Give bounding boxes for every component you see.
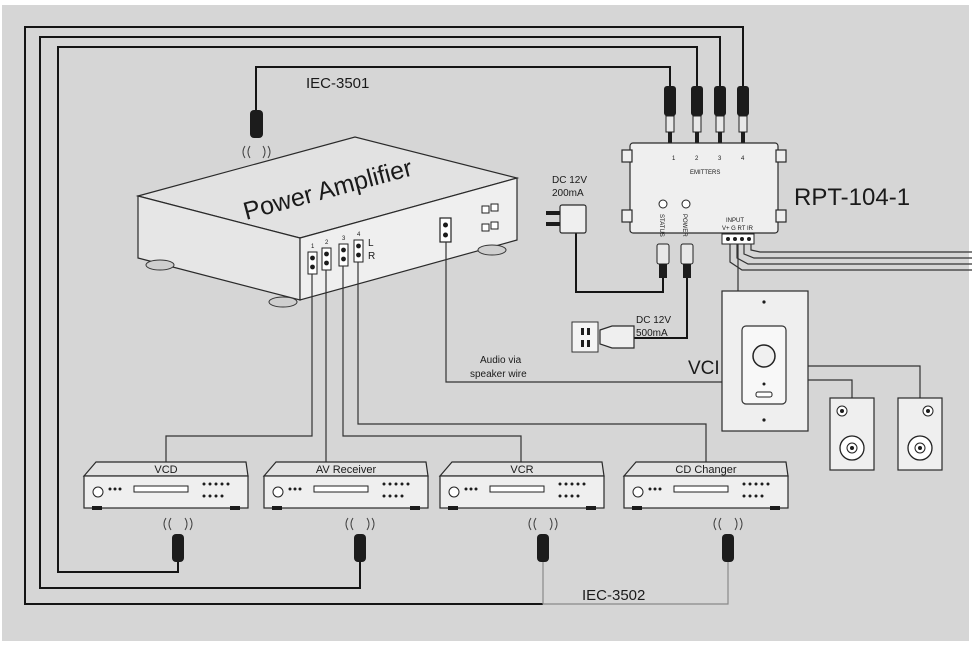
dc-mid-line2: 500mA <box>636 328 668 339</box>
emitter-wire-4 <box>24 26 744 605</box>
dc-top-line2: 200mA <box>552 188 584 199</box>
emitter-vcd <box>163 517 193 562</box>
device-label: AV Receiver <box>316 464 377 476</box>
emitter-wire-3 <box>542 560 729 605</box>
emitter-plugs <box>664 86 749 144</box>
amp-emitter <box>242 110 271 159</box>
speaker-wire-to-vci <box>445 242 722 383</box>
iec-3501-label: IEC-3501 <box>306 75 369 92</box>
emitter-wire-amp <box>255 66 671 112</box>
rpt-input-wires <box>729 244 972 292</box>
wire-cd-changer <box>357 262 707 462</box>
wire-vcr <box>342 266 522 462</box>
wire-vcd <box>165 274 313 462</box>
device-av-receiver: AV Receiver <box>262 461 429 510</box>
rpt-emitter-3: 3 <box>718 156 722 162</box>
device-cd-changer: CD Changer <box>622 461 789 510</box>
rpt-power-label: POWER <box>681 214 687 237</box>
speaker-wires <box>808 365 921 398</box>
dc-adapter-500ma <box>571 321 635 353</box>
rpt-input-pins: V+ G RT IR <box>722 226 754 232</box>
iec-3502-label: IEC-3502 <box>582 587 645 604</box>
device-label: VCR <box>510 464 533 476</box>
emitter-cd-changer <box>713 517 743 562</box>
audio-label-line1: Audio via <box>480 355 522 366</box>
vci-wall-plate <box>721 290 809 432</box>
amp-channel-1: 1 <box>311 244 315 250</box>
device-label: CD Changer <box>675 464 736 476</box>
emitter-wire-2 <box>39 36 721 589</box>
amp-right-label: R <box>368 251 375 262</box>
plug-4 <box>737 86 749 144</box>
amp-left-label: L <box>368 238 374 249</box>
power-plugs <box>575 232 694 339</box>
plug-3 <box>714 86 726 144</box>
diagram-background <box>2 5 969 641</box>
emitter-av-receiver <box>345 517 375 562</box>
vci-label: VCI <box>688 358 720 379</box>
dc-top-line1: DC 12V <box>552 175 587 186</box>
dc-adapter-200ma <box>546 204 587 234</box>
speaker-left <box>829 397 875 471</box>
amp-channel-4: 4 <box>357 232 361 238</box>
emitter-wires <box>24 26 744 605</box>
vci-knob <box>752 344 776 368</box>
rpt-label: RPT-104-1 <box>794 184 910 211</box>
device-label: VCD <box>154 464 177 476</box>
rpt-emitter-1: 1 <box>672 156 676 162</box>
amp-channel-2: 2 <box>325 240 329 246</box>
rpt-104-1: 1 2 3 4 EMITTERS STATUS POWER INPUT V+ G… <box>621 142 787 245</box>
device-vcd: VCD <box>82 461 249 510</box>
rpt-input-label: INPUT <box>726 218 744 224</box>
source-audio-wires <box>165 242 722 462</box>
rpt-emitter-2: 2 <box>695 156 699 162</box>
rpt-status-label: STATUS <box>658 214 664 237</box>
plug-1 <box>664 86 676 144</box>
rpt-emitters-label: EMITTERS <box>690 170 720 176</box>
source-devices: VCD AV Receiver VCR <box>82 461 789 510</box>
emitter-wire-1 <box>57 46 698 573</box>
audio-label-line2: speaker wire <box>470 369 527 380</box>
dc-mid-line1: DC 12V <box>636 315 671 326</box>
speaker-output-jack <box>439 217 452 243</box>
amplifier-front <box>299 177 518 301</box>
emitter-vcr <box>528 517 558 562</box>
power-amplifier: 1 2 3 4 L R Power Amplifier <box>135 136 520 308</box>
device-vcr: VCR <box>438 461 605 510</box>
plug-2 <box>691 86 703 144</box>
device-emitters <box>163 517 743 562</box>
rpt-body <box>629 142 779 234</box>
speaker-right <box>897 397 943 471</box>
rpt-emitter-4: 4 <box>741 156 745 162</box>
amp-channel-3: 3 <box>342 236 346 242</box>
